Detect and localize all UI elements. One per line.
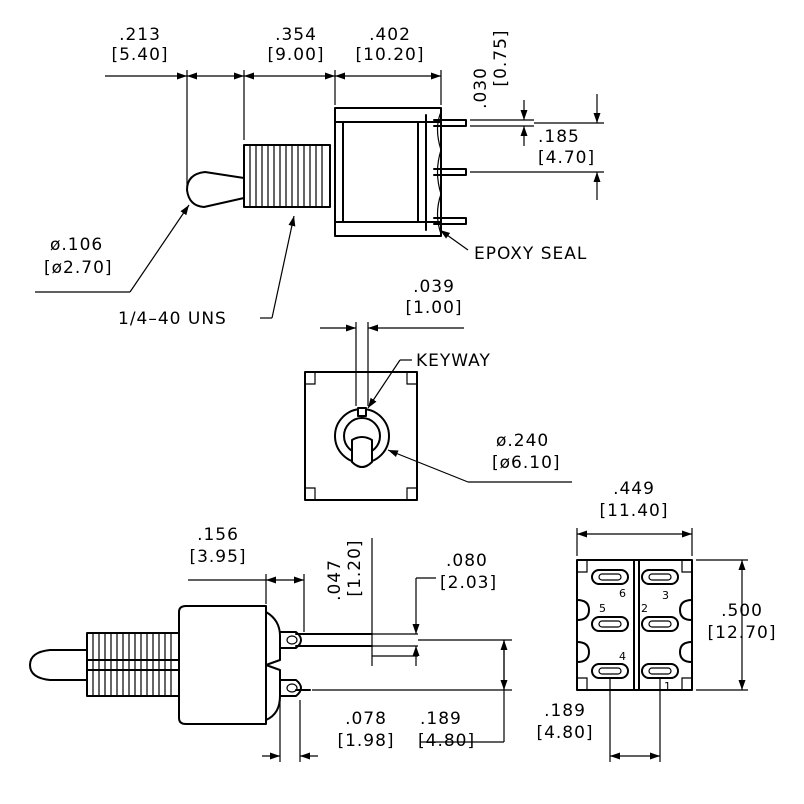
dim-080-mm: [2.03] xyxy=(440,573,497,593)
terminals xyxy=(433,111,467,235)
dim-240: ø.240 [ø6.10] xyxy=(387,431,572,483)
top-view: .213 [5.40] .354 [9.00] .402 [10.20] .03… xyxy=(35,25,604,329)
dim-213-inch: .213 xyxy=(119,25,161,45)
keyway-label: KEYWAY xyxy=(416,351,491,371)
dim-240-mm: [ø6.10] xyxy=(492,453,561,473)
dim-189-side-mm: [4.80] xyxy=(418,731,475,751)
dim-078-inch: .078 xyxy=(345,709,387,729)
dim-189-bottom-inch: .189 xyxy=(544,701,586,721)
pin-2-label: 2 xyxy=(641,602,648,615)
thread-label: 1/4–40 UNS xyxy=(118,309,227,329)
dim-106: ø.106 [ø2.70] xyxy=(35,204,190,293)
side-terminals xyxy=(279,631,373,697)
dim-185-inch: .185 xyxy=(538,127,580,147)
dim-078: .078 [1.98] xyxy=(262,700,394,762)
dim-156-inch: .156 xyxy=(197,525,239,545)
epoxy-seal-label: EPOXY SEAL xyxy=(474,244,587,264)
dim-185-mm: [4.70] xyxy=(538,148,595,168)
front-view: .039 [1.00] KEYWAY ø.240 [ø6.10] xyxy=(304,277,572,501)
dim-240-inch: ø.240 xyxy=(496,431,549,451)
dim-402-inch: .402 xyxy=(369,25,411,45)
dim-039-mm: [1.00] xyxy=(405,298,462,318)
dim-449-inch: .449 xyxy=(613,479,655,499)
dim-080: .080 [2.03] xyxy=(372,551,497,666)
dim-189-side: .189 [4.80] xyxy=(312,639,512,751)
dim-189-side-inch: .189 xyxy=(420,709,462,729)
pin-5-label: 5 xyxy=(599,602,606,615)
dim-449: .449 [11.40] xyxy=(576,479,693,556)
dim-213: .213 [5.40] xyxy=(105,25,442,190)
pin-numbers: 6 3 5 2 4 1 xyxy=(599,587,671,693)
dim-047: .047 [1.20] xyxy=(325,538,373,666)
pin-pads xyxy=(591,569,679,679)
dim-078-mm: [1.98] xyxy=(337,731,394,751)
front-body xyxy=(304,371,418,501)
dim-080-inch: .080 xyxy=(446,551,488,571)
pin-1-label: 1 xyxy=(664,680,671,693)
dim-030: .030 [0.75] xyxy=(470,29,534,146)
front-bushing xyxy=(334,407,390,468)
dim-500-mm: [12.70] xyxy=(708,623,777,643)
bottom-view: 6 3 5 2 4 1 .449 [11.40] .500 [12.70] xyxy=(536,479,777,762)
pin-3-label: 3 xyxy=(662,589,669,602)
dim-354-inch: .354 xyxy=(275,25,317,45)
dim-030-inch: .030 xyxy=(471,67,491,109)
dim-189-bottom-mm: [4.80] xyxy=(536,723,593,743)
dim-039-inch: .039 xyxy=(413,277,455,297)
dim-402: .402 [10.20] xyxy=(335,25,441,80)
keyway-callout: KEYWAY xyxy=(367,351,491,409)
side-view: .156 [3.95] .047 [1.20] .080 [2.03] xyxy=(29,525,512,762)
dim-185: .185 [4.70] xyxy=(470,94,604,200)
toggle-lever xyxy=(186,171,245,208)
dim-156: .156 [3.95] xyxy=(188,525,305,632)
dim-500-inch: .500 xyxy=(721,601,763,621)
dim-106-mm: [ø2.70] xyxy=(44,258,113,278)
bottom-body xyxy=(576,559,693,691)
dim-156-mm: [3.95] xyxy=(189,547,246,567)
pin-6-label: 6 xyxy=(619,587,626,600)
side-body xyxy=(178,605,281,725)
dim-039: .039 [1.00] xyxy=(320,277,464,406)
dim-213-mm: [5.40] xyxy=(111,45,168,65)
dim-047-mm: [1.20] xyxy=(345,539,365,596)
dim-106-inch: ø.106 xyxy=(50,235,103,255)
dim-354: .354 [9.00] xyxy=(244,25,335,80)
dim-030-mm: [0.75] xyxy=(491,29,511,86)
dim-449-mm: [11.40] xyxy=(600,501,669,521)
thread-callout: 1/4–40 UNS xyxy=(118,215,296,329)
side-bushing xyxy=(86,632,180,697)
dim-402-mm: [10.20] xyxy=(356,45,425,65)
pin-4-label: 4 xyxy=(619,650,626,663)
epoxy-seal-callout: EPOXY SEAL xyxy=(439,229,587,264)
threaded-bushing xyxy=(243,144,331,208)
dim-354-mm: [9.00] xyxy=(267,45,324,65)
side-lever xyxy=(29,649,88,681)
switch-body xyxy=(334,107,442,237)
dim-189-bottom: .189 [4.80] xyxy=(536,678,661,762)
dim-500: .500 [12.70] xyxy=(696,559,777,691)
dim-047-inch: .047 xyxy=(325,559,345,601)
